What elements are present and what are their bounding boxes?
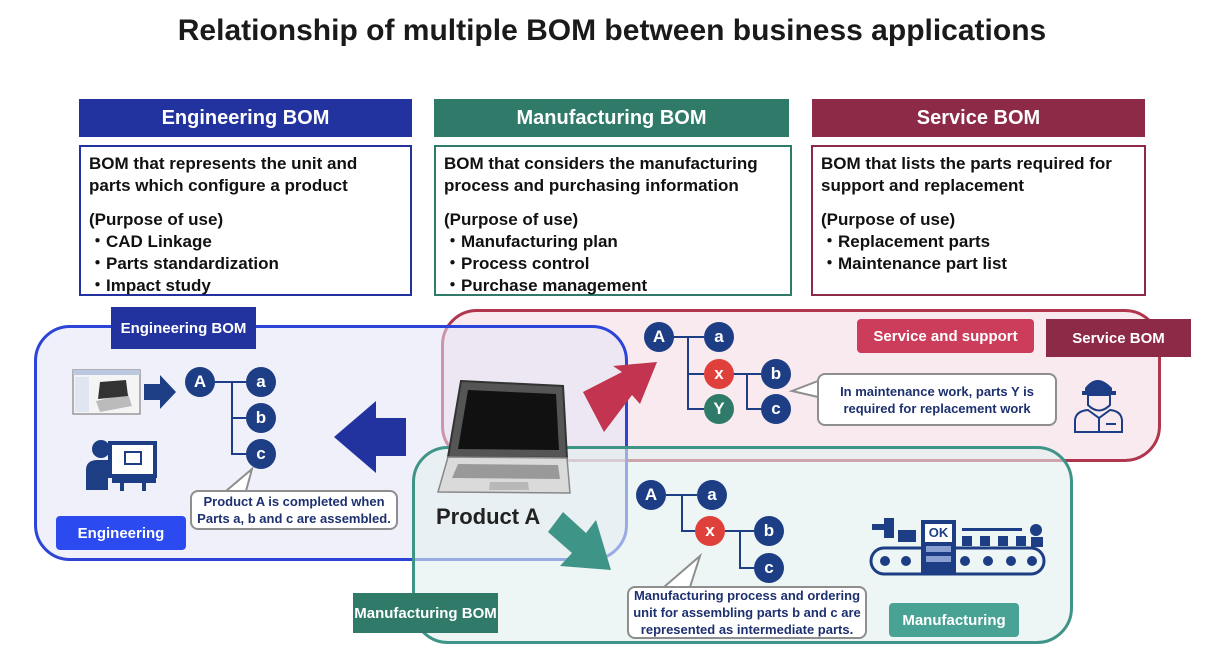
machine-ok-badge: OK (928, 525, 949, 540)
bom-node: c (761, 394, 791, 424)
purpose-item: Parts standardization (89, 253, 402, 275)
service-bom-description: BOM that lists the parts required for su… (811, 145, 1146, 296)
manufacturing-process-label: Manufacturing (889, 603, 1019, 637)
manufacturing-bom-description: BOM that considers the manufacturing pro… (434, 145, 792, 296)
purpose-item: Replacement parts (821, 231, 1136, 253)
bom-node: b (754, 516, 784, 546)
engineering-bom-purpose-label: (Purpose of use) (89, 210, 224, 229)
bom-node: A (636, 480, 666, 510)
service-bom-desc-text: BOM that lists the parts required for su… (821, 154, 1112, 195)
engineering-bom-header: Engineering BOM (79, 99, 412, 137)
manufacturing-bom-tag: Manufacturing BOM (353, 593, 498, 633)
arrow-to-engineering-icon (334, 401, 406, 473)
engineering-process-label: Engineering (56, 516, 186, 550)
purpose-item: Manufacturing plan (444, 231, 782, 253)
bom-node: a (704, 322, 734, 352)
service-process-label: Service and support (857, 319, 1034, 353)
page-title: Relationship of multiple BOM between bus… (177, 14, 1047, 47)
engineering-bom-tag: Engineering BOM (111, 307, 256, 349)
bom-node: x (704, 359, 734, 389)
product-label: Product A (436, 504, 541, 529)
manufacturing-tree-lines (666, 494, 754, 569)
bom-node: A (644, 322, 674, 352)
service-bom-purpose-label: (Purpose of use) (821, 210, 956, 229)
bom-node: b (761, 359, 791, 389)
arrow-to-service-icon (583, 362, 657, 432)
bom-node: Y (704, 394, 734, 424)
manufacturing-bom-desc-text: BOM that considers the manufacturing pro… (444, 154, 758, 195)
service-bom-purpose-list: Replacement parts Maintenance part list (821, 231, 1136, 275)
bom-node: A (185, 367, 215, 397)
bom-node: c (246, 439, 276, 469)
manufacturing-bom-purpose-label: (Purpose of use) (444, 210, 579, 229)
small-arrow-icon (144, 375, 176, 409)
purpose-item: CAD Linkage (89, 231, 402, 253)
service-bom-header: Service BOM (812, 99, 1145, 137)
bom-node: a (697, 480, 727, 510)
engineering-bom-description: BOM that represents the unit and parts w… (79, 145, 412, 296)
bom-node: b (246, 403, 276, 433)
purpose-item: Maintenance part list (821, 253, 1136, 275)
service-tree-lines (673, 336, 761, 410)
engineering-bom-desc-text: BOM that represents the unit and parts w… (89, 154, 358, 195)
purpose-item: Purchase management (444, 275, 782, 297)
engineering-bom-purpose-list: CAD Linkage Parts standardization Impact… (89, 231, 402, 297)
bom-node: c (754, 553, 784, 583)
callout-tail-engineering (223, 466, 254, 492)
manufacturing-bom-purpose-list: Manufacturing plan Process control Purch… (444, 231, 782, 297)
bom-node: a (246, 367, 276, 397)
arrow-to-manufacturing-icon (548, 512, 611, 570)
engineering-note: Product A is completed when Parts a, b a… (190, 490, 398, 530)
bom-node: x (695, 516, 725, 546)
purpose-item: Process control (444, 253, 782, 275)
service-note: In maintenance work, parts Y is required… (817, 373, 1057, 426)
engineering-tree-lines (215, 381, 246, 455)
manufacturing-note: Manufacturing process and ordering unit … (627, 586, 867, 639)
purpose-item: Impact study (89, 275, 402, 297)
manufacturing-bom-header: Manufacturing BOM (434, 99, 789, 137)
service-bom-tag: Service BOM (1046, 319, 1191, 357)
